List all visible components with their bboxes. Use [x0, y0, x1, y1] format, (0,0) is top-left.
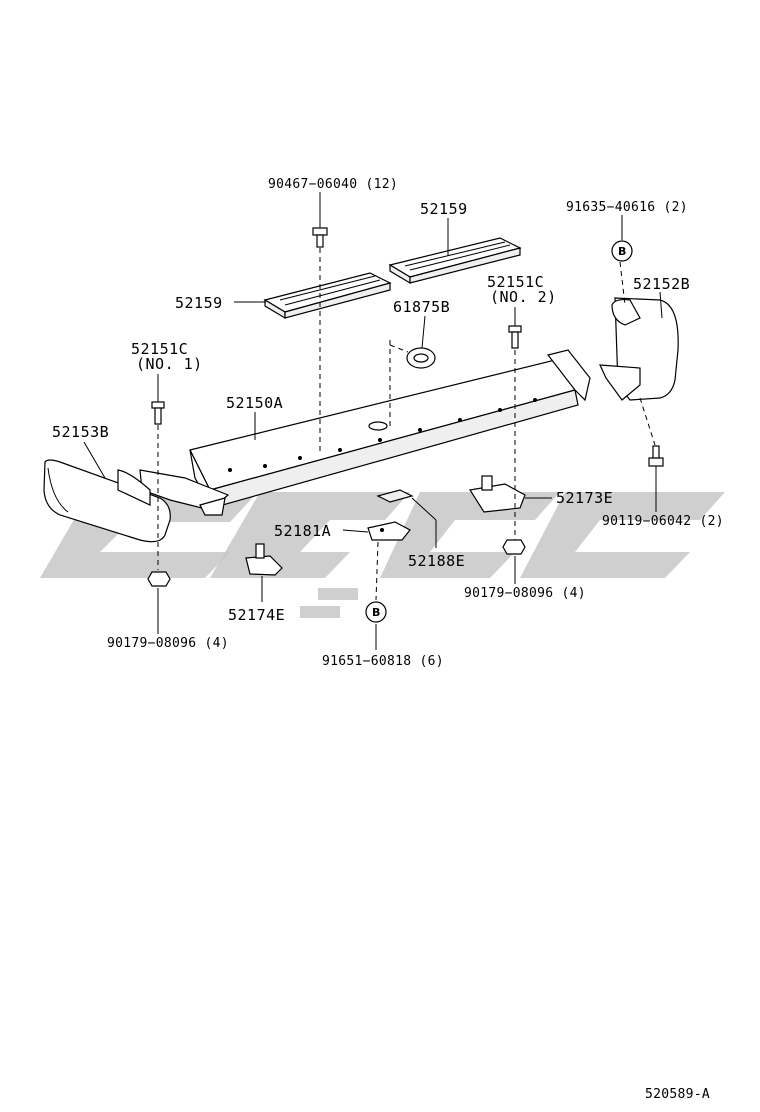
label-52151c-no2-a: 52151C: [487, 273, 544, 291]
bumper-end-left: [43, 459, 171, 543]
callout-b-upper-text: B: [618, 245, 626, 258]
label-91635: 91635−40616 (2): [566, 200, 688, 215]
label-52152b: 52152B: [633, 275, 690, 293]
label-52159-top: 52159: [420, 200, 468, 218]
label-91651: 91651−60818 (6): [322, 654, 444, 669]
label-52159-left: 52159: [175, 294, 223, 312]
step-pad-left: [263, 272, 392, 320]
pad-52188e: [376, 489, 414, 503]
label-90119: 90119−06042 (2): [602, 514, 724, 529]
label-52188e: 52188E: [408, 552, 465, 570]
bolt-52151c-no2: [508, 325, 522, 349]
bracket-52173e: [469, 475, 526, 513]
label-90179-right: 90179−08096 (4): [464, 586, 586, 601]
diagram-id: 520589-A: [645, 1087, 710, 1102]
label-90179-left: 90179−08096 (4): [107, 636, 229, 651]
label-90467: 90467−06040 (12): [268, 177, 398, 192]
label-52151c-no1-a: 52151C: [131, 340, 188, 358]
bracket-52174e: [245, 543, 283, 576]
callout-b-upper: B: [611, 240, 633, 262]
label-52150a: 52150A: [226, 394, 283, 412]
label-52151c-no1-b: (NO. 1): [136, 355, 203, 373]
bolt-52151c-no1: [151, 401, 165, 425]
bolt-90119: [648, 445, 664, 467]
label-52151c-no2-b: (NO. 2): [490, 288, 557, 306]
label-52173e: 52173E: [556, 489, 613, 507]
bumper-reinforcement-beam: [189, 349, 591, 509]
bumper-end-right: [599, 297, 679, 401]
leader-lines: [83, 192, 663, 650]
label-52174e: 52174E: [228, 606, 285, 624]
clip-90467: [312, 227, 328, 248]
callout-b-lower-text: B: [372, 606, 380, 619]
bracket-52181a: [367, 521, 411, 541]
nut-90179-right: [502, 539, 526, 555]
label-61875b: 61875B: [393, 298, 450, 316]
callout-b-lower: B: [365, 601, 387, 623]
label-52181a: 52181A: [274, 522, 331, 540]
nut-90179-left: [147, 571, 171, 587]
step-pad-right: [388, 237, 522, 285]
part-labels: 90467−06040 (12) 52159 52159 91635−40616…: [52, 177, 724, 669]
grommet-61875b: [406, 347, 436, 369]
assembly-lines: [157, 248, 656, 601]
label-52153b: 52153B: [52, 423, 109, 441]
